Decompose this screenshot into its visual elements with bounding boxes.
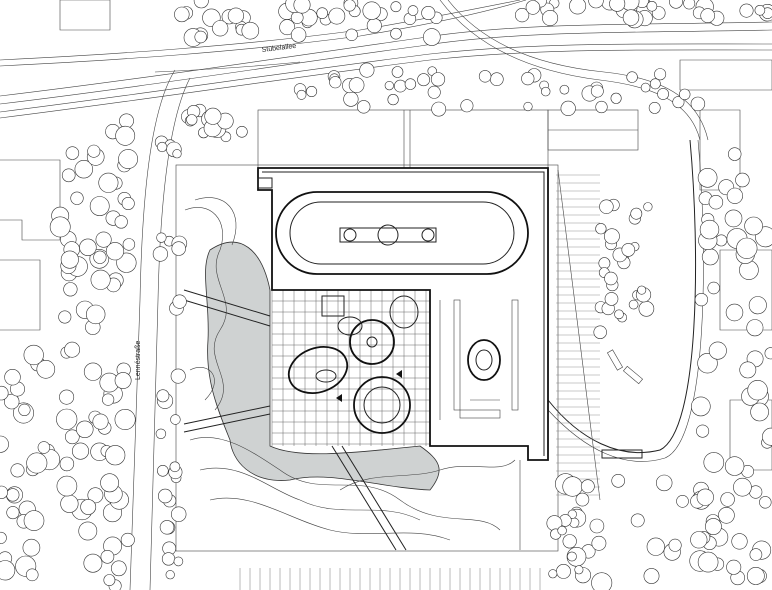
main-building (257, 167, 549, 461)
plaza-grid (271, 289, 430, 446)
oval-track (275, 191, 529, 275)
east-loop-road (547, 139, 704, 462)
pond-shape (205, 241, 440, 491)
lennestrasse-label: Lennéstraße (135, 341, 142, 380)
stuebelallee-label: Stübelallee (261, 43, 296, 54)
lennestrasse-road (129, 61, 301, 590)
site-boundary (175, 109, 639, 552)
garden-paths (183, 289, 407, 551)
landscape-contours (184, 197, 516, 541)
exhibition-elements (287, 295, 519, 434)
